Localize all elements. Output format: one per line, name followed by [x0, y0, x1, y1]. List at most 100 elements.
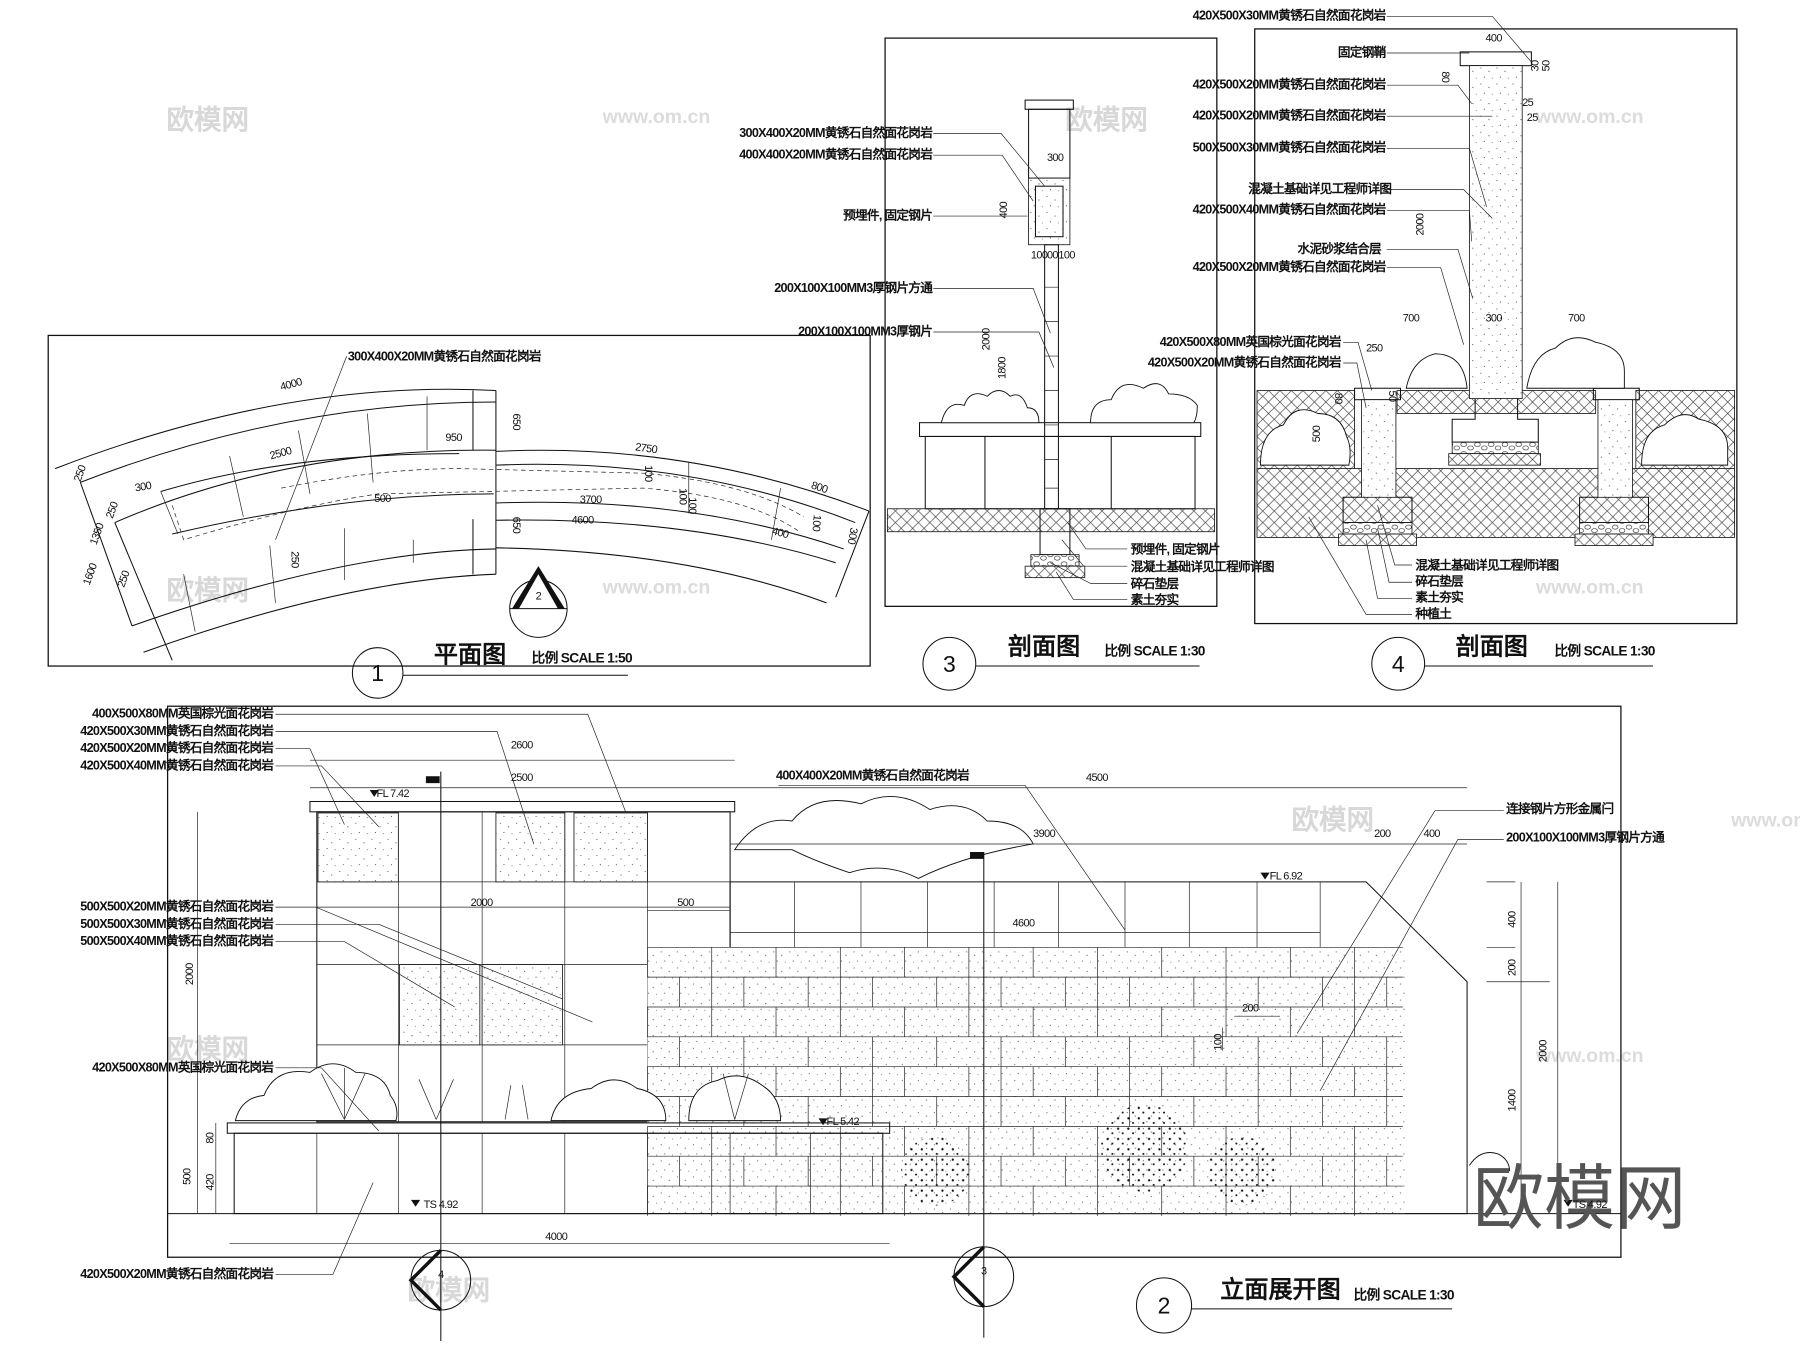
plan-title-block: 1 平面图 比例 SCALE 1:50 — [351, 642, 634, 699]
view-number: 3 — [943, 651, 956, 677]
dimension-text: 200 — [1242, 1003, 1259, 1015]
watermark-logo: 欧模网 — [166, 1034, 249, 1065]
watermark-url: www.om.cn — [1535, 577, 1644, 599]
level-marker-text: TS 4.92 — [424, 1199, 459, 1211]
material-label: 预埋件, 固定钢片 — [1131, 542, 1220, 557]
section-4-title-block: 4 剖面图 比例 SCALE 1:30 — [1371, 633, 1656, 691]
dimension-text: 650 — [510, 517, 522, 534]
material-label: 碎石垫层 — [1131, 576, 1180, 591]
dimension-text: 2000 — [1537, 1040, 1549, 1062]
section-4-leaders — [1308, 15, 1533, 615]
section-4-view: 4 剖面图 比例 SCALE 1:30 — [1254, 15, 1738, 691]
dimension-text: 3700 — [580, 494, 602, 506]
material-label: 500X500X30MM黄锈石自然面花岗岩 — [1193, 140, 1387, 155]
dimension-text: 2000 — [1414, 213, 1426, 235]
material-label: 混凝土基础详见工程师详图 — [1248, 181, 1391, 196]
dimension-text: 2000 — [184, 963, 196, 985]
dimension-text: 300 — [1485, 313, 1502, 325]
dimension-text: 1400 — [1506, 1089, 1518, 1111]
material-label: 200X100X100MM3厚钢片方通 — [774, 280, 933, 295]
material-label: 420X500X20MM黄锈石自然面花岗岩 — [1148, 354, 1342, 369]
material-label: 200X100X100MM3厚钢片 — [798, 323, 932, 338]
elevation-title-block: 2 立面展开图 比例 SCALE 1:30 — [1135, 1275, 1456, 1334]
view-title: 立面展开图 — [1220, 1275, 1340, 1303]
material-label: 500X500X20MM黄锈石自然面花岗岩 — [80, 899, 274, 914]
dimension-text: 3900 — [1033, 828, 1055, 840]
material-label: 400X400X20MM黄锈石自然面花岗岩 — [776, 768, 970, 783]
dimension-text: 400 — [771, 525, 790, 541]
dimension-text: 25 — [1527, 112, 1538, 124]
dimension-text: 2600 — [511, 740, 533, 752]
dimension-text: 1800 — [997, 357, 1009, 379]
dimension-text: 250 — [1366, 342, 1383, 354]
material-label: 420X500X40MM黄锈石自然面花岗岩 — [1193, 202, 1387, 217]
plan-view: 2 1 平面图 比例 SCALE 1:50 — [47, 334, 871, 699]
view-scale: 比例 SCALE 1:30 — [1353, 1287, 1454, 1303]
plan-frame — [47, 334, 871, 667]
dimension-text: 200 — [1374, 828, 1391, 840]
dimension-text: 250 — [289, 551, 301, 568]
view-number: 1 — [371, 660, 384, 686]
dimension-text: 2500 — [269, 445, 294, 462]
watermark-large: 欧模网 — [1473, 1160, 1686, 1239]
view-title: 剖面图 — [1008, 633, 1080, 661]
material-label: 300X400X20MM黄锈石自然面花岗岩 — [739, 125, 933, 140]
material-label: 420X500X20MM黄锈石自然面花岗岩 — [1193, 259, 1387, 274]
dimension-text: 30 — [1529, 60, 1541, 71]
dimension-text: 4500 — [1086, 772, 1108, 784]
dimension-text: 500 — [182, 1168, 194, 1185]
dimension-text: 4000 — [545, 1231, 567, 1243]
dimension-text: 650 — [510, 413, 522, 430]
dimension-text: 100 — [1212, 1034, 1224, 1051]
dimension-text: 250 — [104, 500, 121, 520]
material-label: 碎石垫层 — [1415, 574, 1464, 589]
level-marker-text: TS 4.92 — [1573, 1199, 1608, 1211]
material-label: 500X500X30MM黄锈石自然面花岗岩 — [80, 916, 274, 931]
dimension-text: 500 — [374, 493, 391, 505]
view-scale: 比例 SCALE 1:30 — [1554, 643, 1655, 659]
plan-section-marker: 2 — [509, 566, 568, 638]
view-number-circle — [351, 647, 404, 699]
section-marker-number: 4 — [438, 1269, 444, 1281]
material-label: 420X500X20MM黄锈石自然面花岗岩 — [80, 1266, 274, 1281]
dimension-text: 100 — [642, 465, 654, 482]
dimension-text: 400 — [1506, 911, 1518, 928]
watermark-logo: 欧模网 — [1065, 104, 1148, 135]
dimension-text: 250 — [72, 463, 89, 483]
view-scale: 比例 SCALE 1:30 — [1104, 643, 1205, 659]
dimension-text: 4600 — [572, 515, 594, 527]
watermark-logo: 欧模网 — [166, 574, 249, 605]
elevation-section-marker-3: 3 — [951, 852, 1015, 1338]
material-label: 素土夯实 — [1415, 590, 1464, 605]
section-4-frame — [1254, 28, 1738, 625]
elevation-view: 4 3 2 立面展开图 比例 SCALE 1:30 — [166, 705, 1622, 1342]
dimension-text: 420 — [205, 1174, 217, 1191]
dimension-text: 300 — [1047, 152, 1064, 164]
dimension-text: 800 — [810, 480, 830, 497]
material-label: 420X500X20MM黄锈石自然面花岗岩 — [1193, 77, 1387, 92]
material-label: 420X500X20MM黄锈石自然面花岗岩 — [80, 740, 274, 755]
material-label: 400X400X20MM黄锈石自然面花岗岩 — [739, 147, 933, 162]
elevation-section-marker-4: 4 — [408, 771, 472, 1342]
watermark-url: www.om.cn — [1730, 810, 1800, 832]
material-label: 420X500X80MM英国棕光面花岗岩 — [92, 1059, 274, 1074]
material-label: 混凝土基础详见工程师详图 — [1131, 559, 1274, 574]
dimension-text: 100 — [686, 497, 698, 514]
material-label: 200X100X100MM3厚钢片方通 — [1506, 830, 1665, 845]
dimension-text: 400 — [998, 201, 1010, 218]
material-label: 420X500X40MM黄锈石自然面花岗岩 — [80, 757, 274, 772]
level-marker-text: FL 7.42 — [377, 788, 410, 800]
level-marker-text: FL 5.42 — [827, 1116, 860, 1128]
dimension-text: 950 — [445, 432, 462, 444]
plan-curved-wall — [54, 388, 870, 661]
material-label: 420X500X80MM英国棕光面花岗岩 — [1160, 334, 1342, 349]
material-label: 素土夯实 — [1131, 592, 1180, 607]
dimension-text: 2000 — [471, 897, 493, 909]
dimension-text: 700 — [1403, 313, 1420, 325]
dimension-text: 300 — [845, 527, 860, 546]
dimension-text: 100 — [1058, 250, 1075, 262]
view-number: 4 — [1392, 651, 1405, 677]
view-title: 剖面图 — [1456, 633, 1528, 661]
elevation-frame — [166, 705, 1622, 1258]
